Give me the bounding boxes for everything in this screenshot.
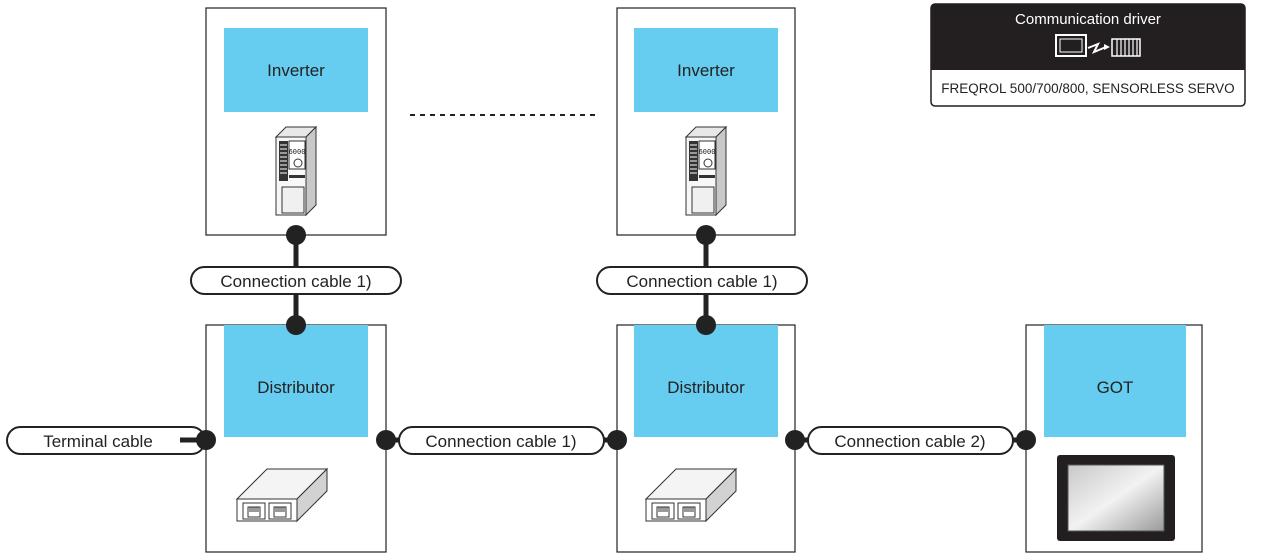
cable-label-dist2-got: Connection cable 2)	[834, 432, 985, 451]
distributor-2-label-area	[634, 325, 778, 437]
inverter-icon: 6000	[685, 126, 727, 216]
distributor-2-label: Distributor	[667, 378, 745, 397]
cable-label-dist1-dist2: Connection cable 1)	[425, 432, 576, 451]
got-box: GOT	[1025, 324, 1203, 553]
legend-title: Communication driver	[1015, 11, 1161, 28]
cable-inverter-2-distributor-2: Connection cable 1)	[596, 225, 808, 335]
inverter-2-box: Inverter 6000	[616, 7, 796, 236]
inverter-2-display: 6000	[699, 148, 716, 156]
distributor-2-box: Distributor	[616, 324, 796, 553]
inverter-icon: 6000	[275, 126, 317, 216]
got-label: GOT	[1097, 378, 1134, 397]
inverter-2-label-area	[634, 28, 778, 112]
distributor-1-label: Distributor	[257, 378, 335, 397]
cable-label-inv1-dist1: Connection cable 1)	[220, 272, 371, 291]
legend-driver-name: FREQROL 500/700/800, SENSORLESS SERVO	[941, 81, 1234, 96]
communication-driver-legend: Communication driver FREQROL 500/700/800…	[930, 3, 1246, 107]
inverter-1-box: Inverter 6000	[205, 7, 387, 236]
inverter-1-label-area	[224, 28, 368, 112]
inverter-1-display: 6000	[289, 148, 306, 156]
got-screen-icon	[1057, 455, 1175, 541]
inverter-1-label: Inverter	[267, 61, 325, 80]
inverter-2-label: Inverter	[677, 61, 735, 80]
terminal-cable: Terminal cable	[6, 426, 216, 455]
cable-inverter-1-distributor-1: Connection cable 1)	[190, 225, 402, 335]
terminal-cable-label: Terminal cable	[43, 432, 153, 451]
got-label-area	[1044, 325, 1186, 437]
cable-distributor-2-got: Connection cable 2)	[785, 426, 1036, 455]
distributor-1-label-area	[224, 325, 368, 437]
cable-label-inv2-dist2: Connection cable 1)	[626, 272, 777, 291]
communication-driver-icon	[1055, 34, 1141, 57]
distributor-1-box: Distributor	[205, 324, 387, 553]
cable-distributor-1-distributor-2: Connection cable 1)	[376, 426, 627, 455]
